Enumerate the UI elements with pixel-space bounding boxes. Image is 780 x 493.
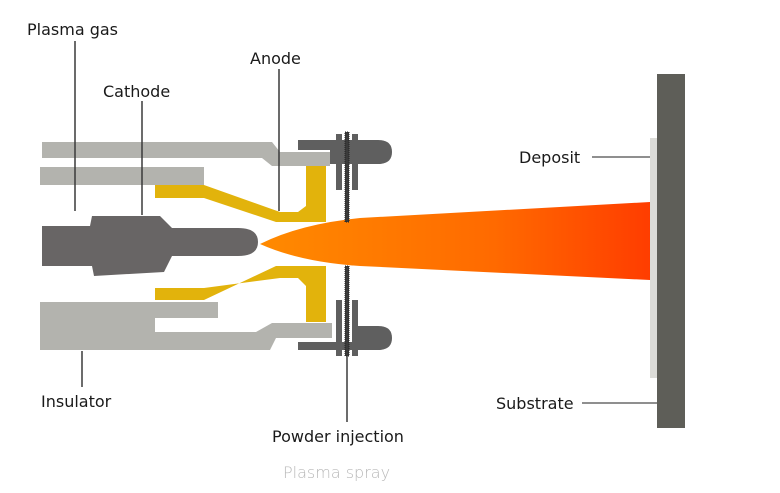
upper-powder-stream <box>344 131 350 223</box>
upper-inner-insulator <box>40 167 204 185</box>
upper-powder-injector <box>298 131 392 223</box>
plasma-plume <box>260 202 650 280</box>
lower-powder-stream <box>344 265 350 357</box>
label-insulator: Insulator <box>41 392 112 411</box>
label-anode: Anode <box>250 49 301 68</box>
deposit-layer <box>650 138 657 378</box>
label-cathode: Cathode <box>103 82 170 101</box>
label-deposit: Deposit <box>519 148 580 167</box>
label-substrate: Substrate <box>496 394 574 413</box>
label-plasma-gas: Plasma gas <box>27 20 118 39</box>
substrate-plate <box>657 74 685 428</box>
lower-powder-injector <box>298 265 392 357</box>
upper-anode <box>155 166 326 222</box>
diagram-caption: Plasma spray <box>283 463 390 482</box>
lower-anode <box>155 266 326 322</box>
label-powder-injection: Powder injection <box>272 427 404 446</box>
lower-insulator <box>40 302 332 350</box>
cathode <box>42 216 258 276</box>
upper-outer-insulator <box>42 142 330 166</box>
